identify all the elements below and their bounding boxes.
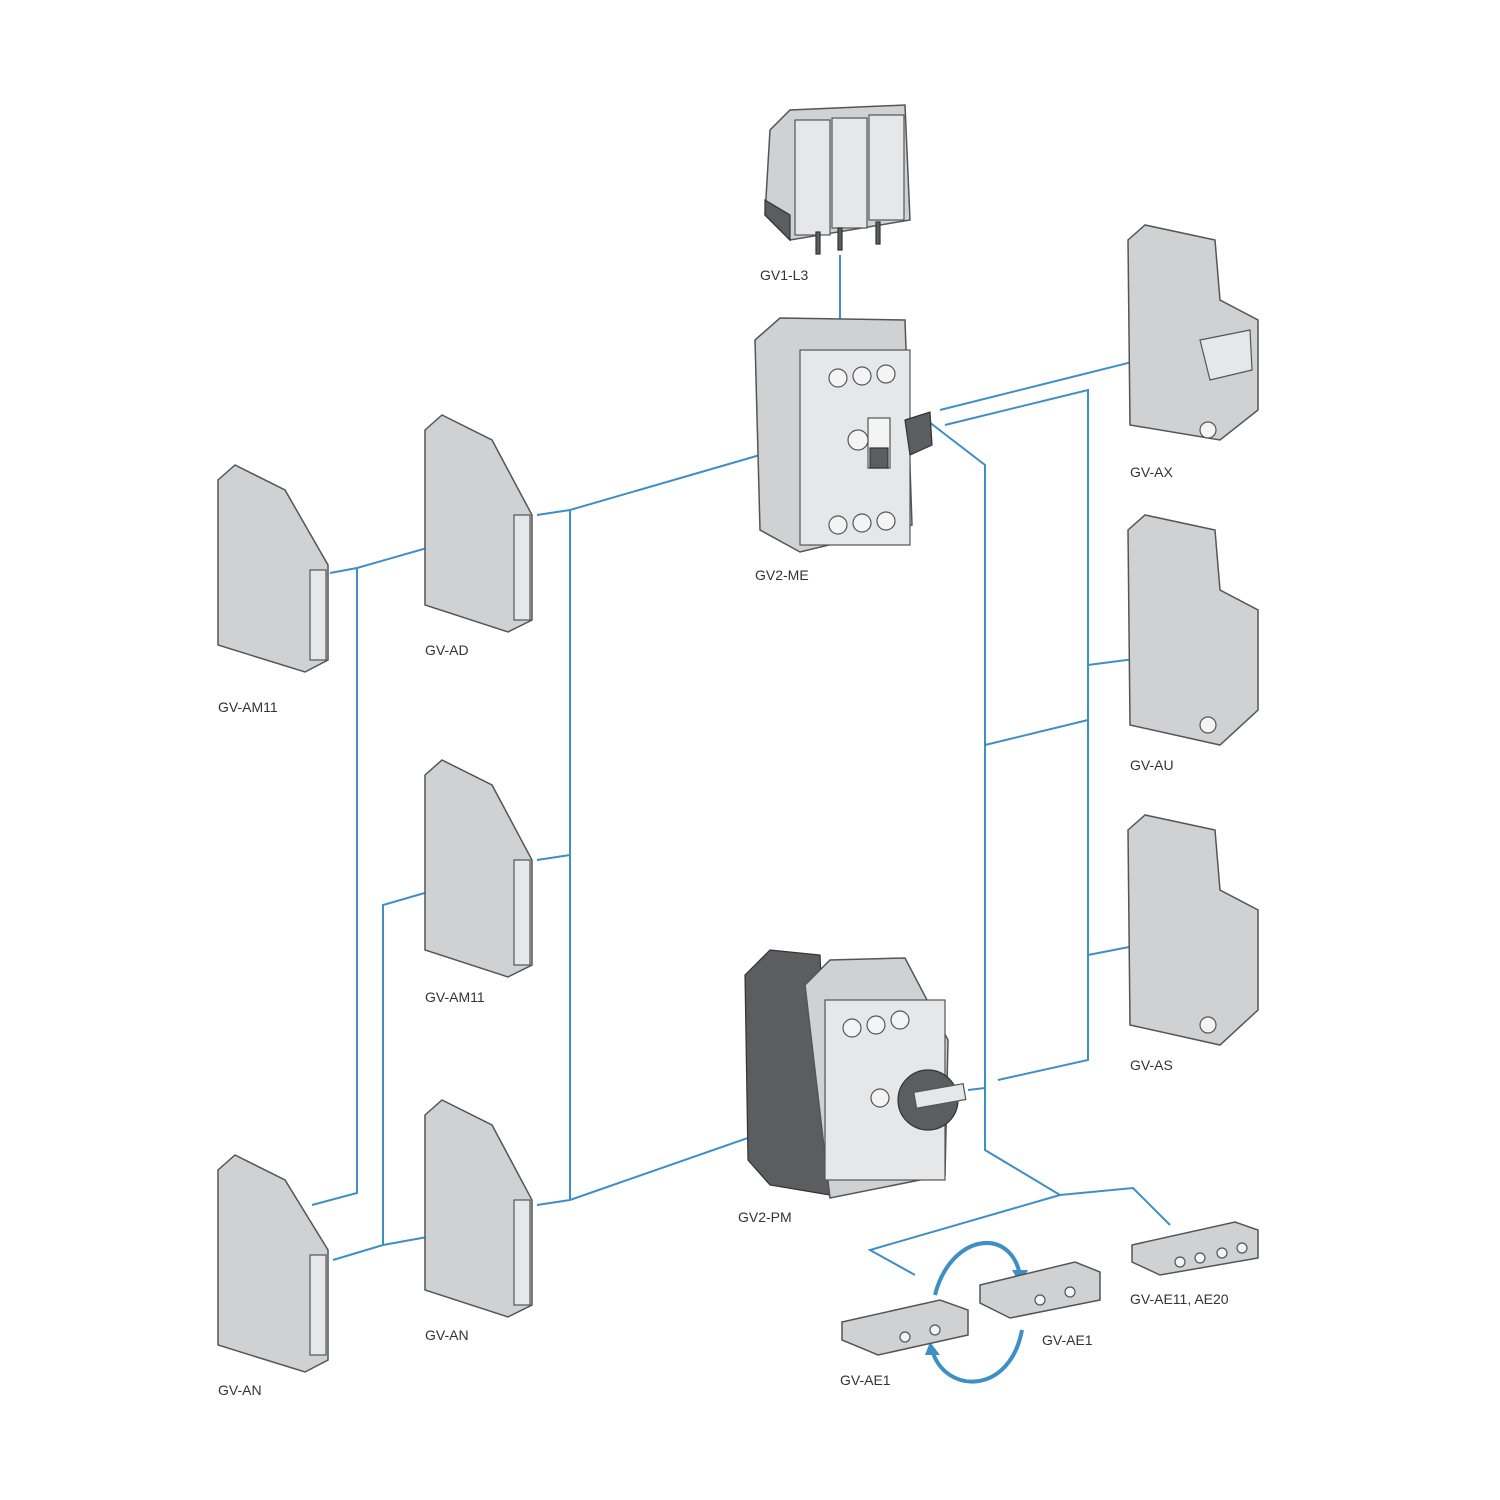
- rotate-arrow-top: [933, 1240, 1022, 1296]
- wire-inner-cross: [984, 719, 1089, 746]
- label-gv-au: GV-AU: [1130, 757, 1174, 773]
- device-gv-as: [1127, 814, 1259, 1046]
- wire-right-bus: [944, 388, 1089, 1081]
- arrow-head-bottom: [925, 1342, 940, 1355]
- wire-left-bus-main: [536, 454, 786, 1206]
- wire-inner-stub: [967, 1087, 986, 1091]
- device-labels: GV1-L3 GV2-ME GV-AX GV-AU GV-AS GV-AM11 …: [218, 267, 1229, 1398]
- label-gv-an-mid: GV-AN: [425, 1327, 469, 1343]
- device-gv-am11-left: [217, 464, 329, 673]
- device-gv-ae1-right: [979, 1261, 1101, 1319]
- label-gv1-l3: GV1-L3: [760, 267, 808, 283]
- label-gv-ax: GV-AX: [1130, 464, 1173, 480]
- wire-gvae1: [867, 1194, 1061, 1276]
- label-gv2-me: GV2-ME: [755, 567, 809, 583]
- device-gv-am11-mid: [424, 759, 533, 978]
- rotate-arrow-bottom: [930, 1329, 1024, 1384]
- device-gv-ad: [424, 414, 533, 633]
- label-gv-ad: GV-AD: [425, 642, 469, 658]
- wire-gv2me-gvax: [939, 354, 1161, 411]
- connection-lines: [311, 255, 1171, 1384]
- device-gv2-pm: [744, 949, 967, 1199]
- device-gv-ae11: [1131, 1221, 1259, 1276]
- device-gv-an-left: [217, 1154, 329, 1373]
- label-gv-ae1-right: GV-AE1: [1042, 1332, 1093, 1348]
- label-gv-am11-mid: GV-AM11: [425, 989, 485, 1005]
- label-gv-ae11-ae20: GV-AE11, AE20: [1130, 1291, 1229, 1307]
- device-gv-ax: [1127, 224, 1259, 441]
- label-gv-as: GV-AS: [1130, 1057, 1173, 1073]
- label-gv2-pm: GV2-PM: [738, 1209, 792, 1225]
- device-gv-ae1-left: [841, 1299, 969, 1356]
- wire-left-bus-am11: [311, 539, 456, 1206]
- side-modules: [217, 224, 1259, 1373]
- wire-inner-bus: [919, 414, 1171, 1226]
- device-gv-au: [1127, 514, 1259, 746]
- label-gv-an-left: GV-AN: [218, 1382, 262, 1398]
- device-gv-an-mid: [424, 1099, 533, 1318]
- device-gv1-l3: [764, 104, 911, 255]
- device-gv2-me: [754, 317, 933, 553]
- label-gv-am11-left: GV-AM11: [218, 699, 278, 715]
- label-gv-ae1-left: GV-AE1: [840, 1372, 891, 1388]
